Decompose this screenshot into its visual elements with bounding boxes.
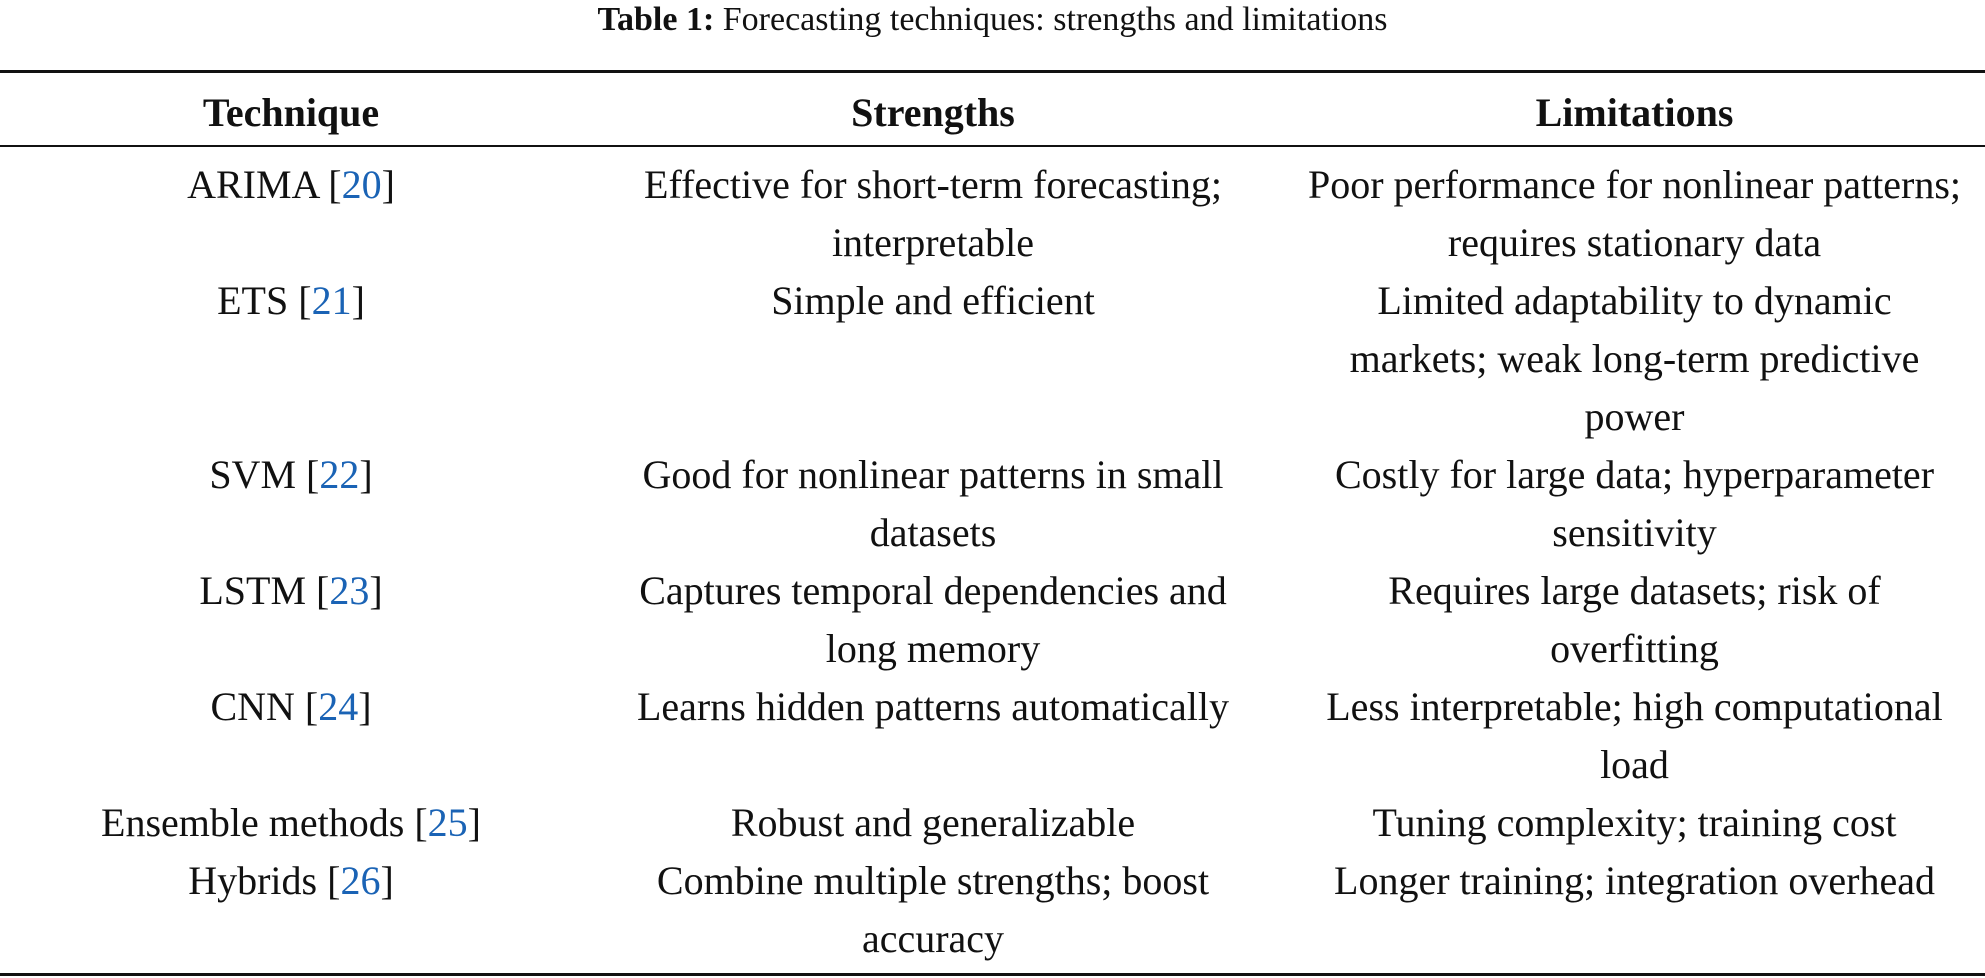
citation-bracket-open: [ — [306, 568, 330, 613]
caption-label: Table 1: — [597, 1, 715, 38]
technique-name: Ensemble methods — [101, 800, 405, 845]
technique-name: CNN — [210, 684, 295, 729]
strengths-text: Learns hidden patterns automatically — [636, 684, 1229, 729]
citation-link[interactable]: 21 — [311, 278, 352, 323]
technique-cell: ARIMA [20] — [0, 146, 582, 272]
strengths-text: Robust and generalizable — [730, 800, 1136, 845]
strengths-text: Captures temporal dependencies and long … — [639, 568, 1227, 671]
citation-bracket-open: [ — [317, 858, 341, 903]
citation-link[interactable]: 26 — [340, 858, 381, 903]
limitations-text: Limited adaptability to dynamic markets;… — [1349, 278, 1920, 439]
header-rule — [0, 145, 1985, 147]
strengths-cell: Simple and efficient — [582, 272, 1284, 446]
citation-bracket-close: ] — [358, 684, 372, 729]
technique-cell: Hybrids [26] — [0, 852, 582, 968]
strengths-cell: Captures temporal dependencies and long … — [582, 562, 1284, 678]
table-row: SVM [22] Good for nonlinear patterns in s… — [0, 446, 1985, 562]
forecasting-table: Technique Strengths Limitations ARIMA [2… — [0, 84, 1985, 968]
strengths-cell: Learns hidden patterns automatically — [582, 678, 1284, 794]
limitations-text: Longer training; integration overhead — [1334, 858, 1935, 903]
citation-bracket-close: ] — [380, 858, 394, 903]
strengths-text: Effective for short-term forecasting; in… — [644, 162, 1222, 265]
table-row: ARIMA [20] Effective for short-term forec… — [0, 146, 1985, 272]
citation-bracket-close: ] — [369, 568, 383, 613]
citation-bracket-close: ] — [467, 800, 481, 845]
technique-cell: ETS [21] — [0, 272, 582, 446]
citation-link[interactable]: 25 — [427, 800, 468, 845]
limitations-text: Requires large datasets; risk of overfit… — [1388, 568, 1881, 671]
column-header-limitations: Limitations — [1535, 90, 1734, 135]
caption-text: Forecasting techniques: strengths and li… — [714, 1, 1388, 38]
citation-link[interactable]: 23 — [329, 568, 370, 613]
bottom-rule — [0, 973, 1985, 976]
technique-cell: CNN [24] — [0, 678, 582, 794]
technique-name: LSTM — [199, 568, 307, 613]
table-row: Ensemble methods [25] Robust and generali… — [0, 794, 1985, 852]
limitations-cell: Requires large datasets; risk of overfit… — [1284, 562, 1985, 678]
strengths-text: Simple and efficient — [771, 278, 1095, 323]
limitations-cell: Tuning complexity; training cost — [1284, 794, 1985, 852]
technique-cell: SVM [22] — [0, 446, 582, 562]
limitations-text: Tuning complexity; training cost — [1372, 800, 1897, 845]
table-caption: Table 1: Forecasting techniques: strengt… — [0, 0, 1985, 40]
citation-bracket-close: ] — [351, 278, 365, 323]
limitations-cell: Poor performance for nonlinear patterns;… — [1284, 146, 1985, 272]
technique-name: SVM — [209, 452, 297, 497]
citation-bracket-open: [ — [288, 278, 312, 323]
citation-link[interactable]: 22 — [319, 452, 360, 497]
column-header-technique: Technique — [202, 90, 380, 135]
citation-bracket-close: ] — [381, 162, 395, 207]
limitations-text: Poor performance for nonlinear patterns;… — [1307, 162, 1962, 265]
table-body: ARIMA [20] Effective for short-term forec… — [0, 146, 1985, 968]
limitations-cell: Costly for large data; hyperparameter se… — [1284, 446, 1985, 562]
citation-bracket-open: [ — [404, 800, 428, 845]
technique-name: ETS — [217, 278, 289, 323]
citation-bracket-open: [ — [296, 452, 320, 497]
technique-name: ARIMA — [187, 162, 319, 207]
citation-bracket-open: [ — [294, 684, 319, 729]
strengths-cell: Robust and generalizable — [582, 794, 1284, 852]
limitations-cell: Longer training; integration overhead — [1284, 852, 1985, 968]
citation-bracket-close: ] — [359, 452, 373, 497]
limitations-cell: Limited adaptability to dynamic markets;… — [1284, 272, 1985, 446]
table-row: Hybrids [26] Combine multiple strengths; … — [0, 852, 1985, 968]
limitations-text: Costly for large data; hyperparameter se… — [1334, 452, 1935, 555]
citation-link[interactable]: 20 — [341, 162, 382, 207]
header-row: Technique Strengths Limitations — [0, 84, 1985, 146]
strengths-text: Combine multiple strengths; boost accura… — [656, 858, 1210, 961]
technique-cell: Ensemble methods [25] — [0, 794, 582, 852]
table-row: ETS [21] Simple and efficient Limited adap… — [0, 272, 1985, 446]
technique-name: Hybrids — [188, 858, 318, 903]
top-rule — [0, 70, 1985, 73]
strengths-cell: Good for nonlinear patterns in small dat… — [582, 446, 1284, 562]
technique-cell: LSTM [23] — [0, 562, 582, 678]
column-header-strengths: Strengths — [851, 90, 1015, 135]
limitations-cell: Less interpretable; high computational l… — [1284, 678, 1985, 794]
citation-bracket-open: [ — [318, 162, 342, 207]
strengths-cell: Effective for short-term forecasting; in… — [582, 146, 1284, 272]
table-row: LSTM [23] Captures temporal dependencies … — [0, 562, 1985, 678]
strengths-cell: Combine multiple strengths; boost accura… — [582, 852, 1284, 968]
table-row: CNN [24] Learns hidden patterns automatic… — [0, 678, 1985, 794]
limitations-text: Less interpretable; high computational l… — [1326, 684, 1943, 787]
citation-link[interactable]: 24 — [318, 684, 359, 729]
strengths-text: Good for nonlinear patterns in small dat… — [642, 452, 1224, 555]
